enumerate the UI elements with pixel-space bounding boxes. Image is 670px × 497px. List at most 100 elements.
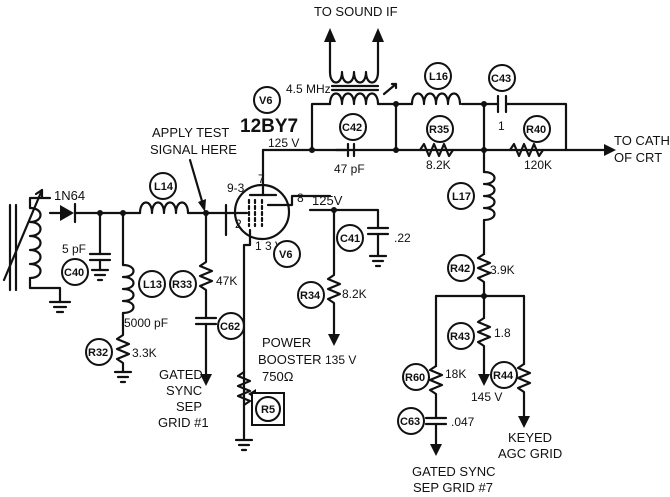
r44-ref: R44 bbox=[490, 361, 518, 389]
inductor-l14 bbox=[138, 201, 232, 215]
svg-text:L14: L14 bbox=[154, 181, 174, 193]
tube-v6 bbox=[224, 148, 332, 436]
tube-type: 12BY7 bbox=[240, 116, 298, 137]
freq-label: 4.5 MHz bbox=[286, 82, 331, 96]
power-booster-3: 750Ω bbox=[262, 369, 294, 384]
svg-text:V6: V6 bbox=[279, 249, 292, 261]
l13-ref: L13 bbox=[138, 270, 166, 298]
gated-sync7-1: GATED SYNC bbox=[412, 464, 496, 479]
r60-ref: R60 bbox=[402, 363, 430, 391]
inductor-l16 bbox=[410, 92, 462, 106]
pin-8: 8 bbox=[297, 191, 304, 205]
svg-text:C42: C42 bbox=[342, 122, 362, 134]
l17-ref: L17 bbox=[447, 182, 475, 210]
pin-1: 1 bbox=[255, 239, 262, 253]
r34-value: 8.2K bbox=[342, 287, 367, 301]
svg-text:R44: R44 bbox=[493, 370, 514, 382]
l16-ref: L16 bbox=[424, 62, 452, 90]
svg-text:L16: L16 bbox=[429, 71, 448, 83]
c41-ref: C41 bbox=[336, 224, 364, 252]
resistor-r43 bbox=[476, 316, 492, 386]
svg-text:R34: R34 bbox=[300, 290, 321, 302]
v6-top-ref: V6 bbox=[253, 86, 281, 114]
plate-voltage: 125 V bbox=[268, 136, 299, 150]
to-cath-1: TO CATH bbox=[614, 133, 670, 148]
resistor-r32 bbox=[113, 323, 133, 384]
diode-1n64 bbox=[48, 202, 142, 224]
svg-text:L17: L17 bbox=[452, 191, 471, 203]
r35-value: 8.2K bbox=[426, 158, 451, 172]
c63-value: .047 bbox=[451, 415, 475, 429]
c43-value: 1 bbox=[498, 119, 505, 133]
to-cath-arrow bbox=[604, 144, 616, 156]
gated-sync-4: GRID #1 bbox=[158, 415, 209, 430]
svg-text:R5: R5 bbox=[261, 404, 275, 416]
r43-ref: R43 bbox=[447, 322, 475, 350]
inductor-l13 bbox=[121, 211, 135, 327]
junction-dot bbox=[481, 293, 487, 299]
c63-ref: C63 bbox=[397, 407, 425, 435]
resistor-r60 bbox=[428, 364, 444, 420]
c62-value: 5000 pF bbox=[124, 316, 168, 330]
r32-ref: R32 bbox=[85, 338, 113, 366]
junction-dot bbox=[481, 101, 487, 107]
junction-dot bbox=[393, 101, 399, 107]
r35-ref: R35 bbox=[426, 115, 454, 143]
distribution-bus bbox=[434, 294, 526, 368]
c43-ref: C43 bbox=[488, 64, 516, 92]
arrowhead bbox=[198, 199, 206, 212]
resistor-r44 bbox=[516, 362, 532, 428]
junction-dot bbox=[309, 147, 315, 153]
svg-text:R60: R60 bbox=[405, 372, 425, 384]
c42-value: 47 pF bbox=[334, 162, 365, 176]
gated-sync-3: SEP bbox=[176, 399, 202, 414]
to-sound-if-label: TO SOUND IF bbox=[314, 4, 398, 19]
gated-sync-1: GATED bbox=[159, 367, 203, 382]
svg-text:C63: C63 bbox=[400, 416, 420, 428]
r43-value: 1.8 bbox=[494, 326, 511, 340]
resistor-r34 bbox=[326, 263, 342, 346]
c42-ref: C42 bbox=[339, 113, 367, 141]
power-booster-2: BOOSTER bbox=[258, 352, 322, 367]
r33-value: 47K bbox=[216, 274, 237, 288]
svg-text:R40: R40 bbox=[526, 124, 546, 136]
r60-value: 18K bbox=[445, 367, 466, 381]
svg-text:R35: R35 bbox=[429, 124, 449, 136]
junction-dot bbox=[393, 147, 399, 153]
power-booster-1: POWER bbox=[262, 335, 311, 350]
diode-label: 1N64 bbox=[54, 188, 85, 203]
r42-ref: R42 bbox=[447, 254, 475, 282]
c40-value: 5 pF bbox=[62, 242, 86, 256]
ground-symbol bbox=[48, 300, 72, 314]
apply-test-label-1: APPLY TEST bbox=[152, 125, 229, 140]
capacitor-c41 bbox=[366, 226, 390, 268]
pin-9-3: 9-3 bbox=[227, 181, 245, 195]
resistor-r42 bbox=[476, 252, 492, 298]
sound-if-transformer bbox=[324, 28, 398, 106]
gated-sync7-2: SEP GRID #7 bbox=[413, 480, 493, 495]
junction-dot bbox=[481, 147, 487, 153]
svg-text:R32: R32 bbox=[88, 347, 108, 359]
svg-text:C43: C43 bbox=[491, 73, 511, 85]
capacitor-c40 bbox=[88, 211, 112, 282]
junction-dot bbox=[331, 207, 337, 213]
v6-bottom-ref: V6 bbox=[273, 240, 301, 268]
r33-ref: R33 bbox=[169, 270, 197, 298]
svg-text:L13: L13 bbox=[143, 279, 162, 291]
r42-value: 3.9K bbox=[490, 263, 515, 277]
r40-ref: R40 bbox=[523, 115, 551, 143]
keyed-agc-2: AGC GRID bbox=[498, 446, 562, 461]
apply-test-label-2: SIGNAL HERE bbox=[150, 142, 237, 157]
capacitor-c62 bbox=[194, 316, 218, 386]
capacitor-c43 bbox=[496, 94, 508, 114]
c41-value: .22 bbox=[394, 231, 411, 245]
screen-voltage: 125V bbox=[312, 193, 343, 208]
svg-text:C40: C40 bbox=[64, 267, 84, 279]
v135-label: 135 V bbox=[325, 353, 356, 367]
svg-text:R42: R42 bbox=[450, 263, 470, 275]
test-point-arrow bbox=[188, 158, 206, 210]
resistor-r35 bbox=[418, 142, 455, 158]
svg-text:R43: R43 bbox=[450, 331, 470, 343]
v145-label: 145 V bbox=[471, 390, 502, 404]
r5-ref-box: R5 bbox=[251, 392, 285, 426]
